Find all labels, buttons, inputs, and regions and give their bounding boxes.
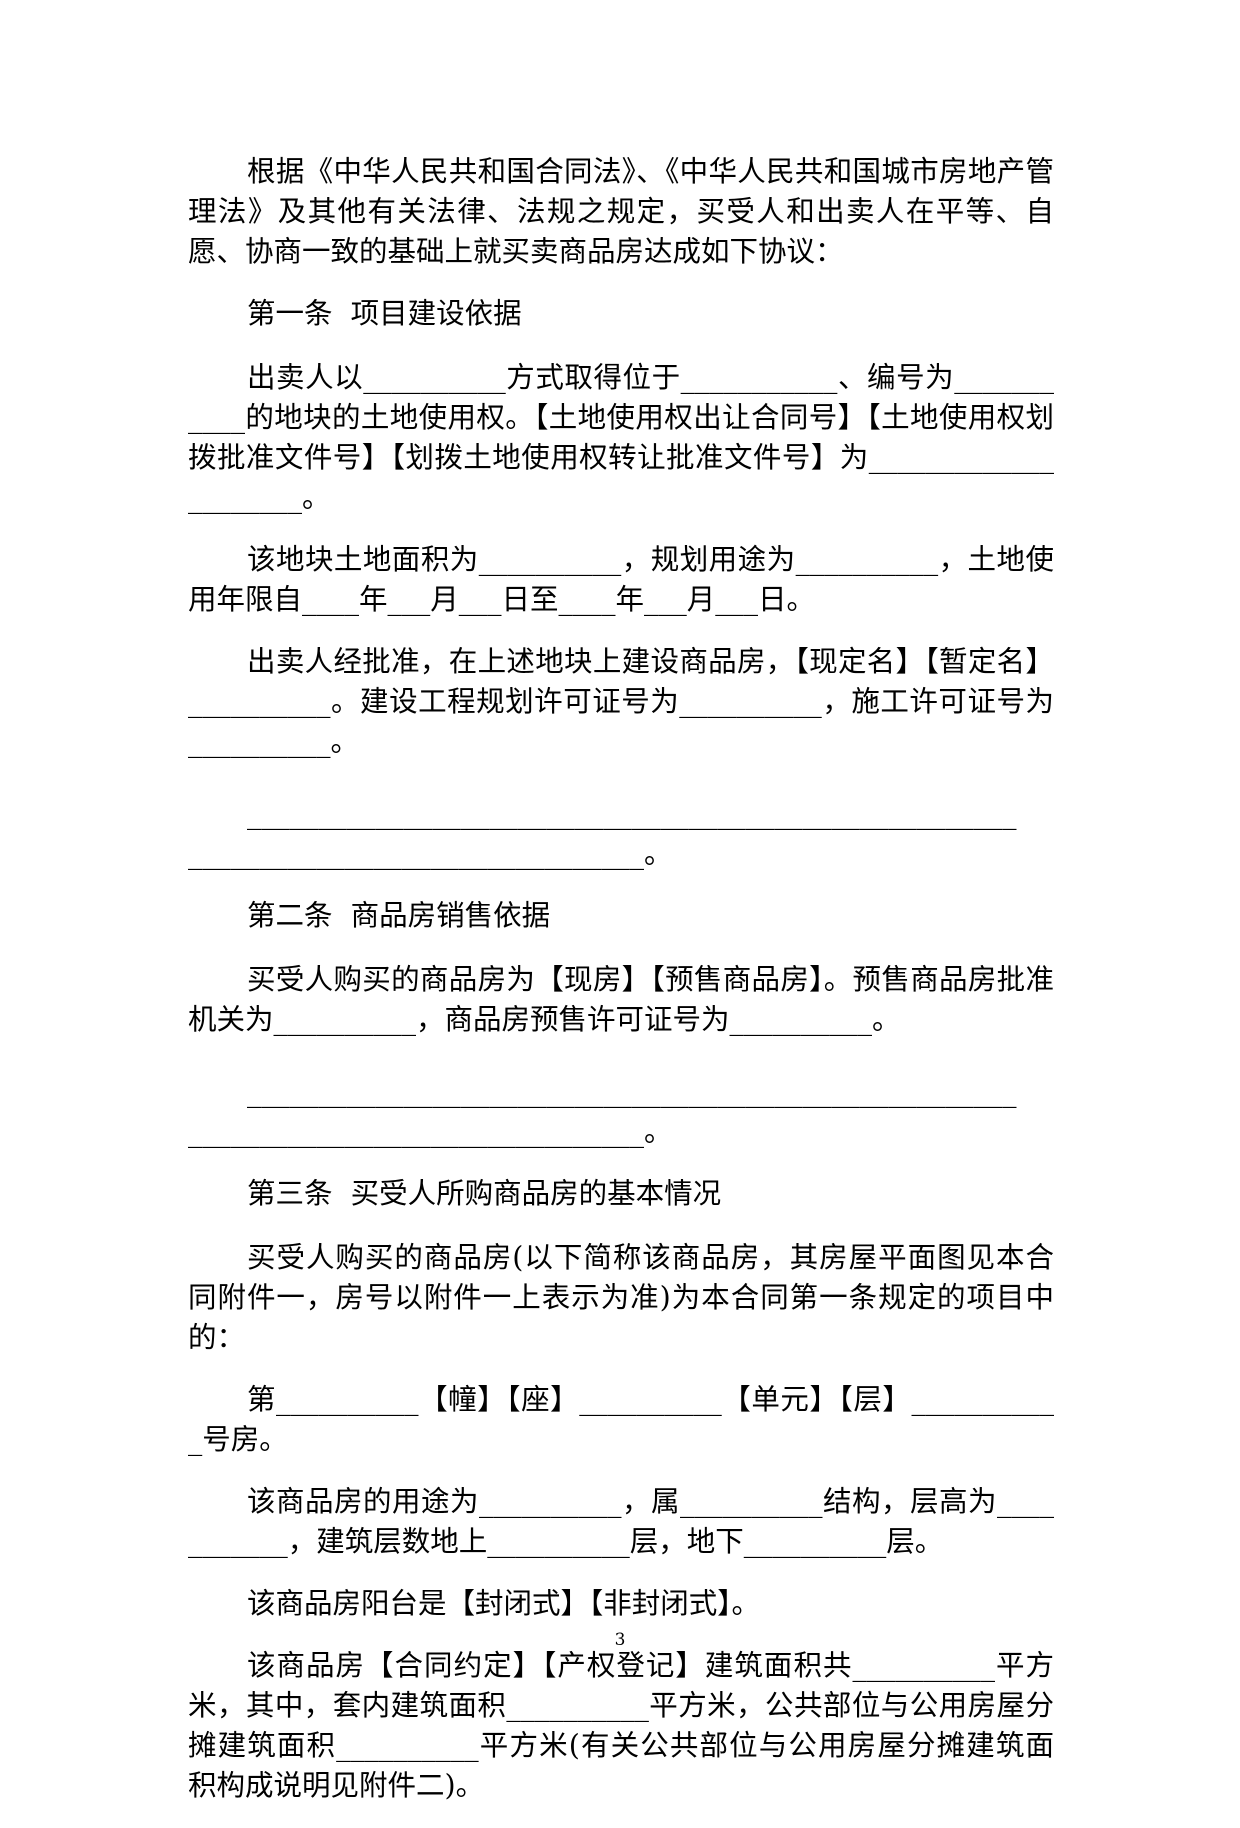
article-1-permit-paragraph: 出卖人经批准，在上述地块上建设商品房，【现定名】【暂定名】__________。… bbox=[188, 645, 1054, 758]
article-3-unit-paragraph: 第__________【幢】【座】__________【单元】【层】______… bbox=[188, 1383, 1054, 1456]
blank-line: ________________________________。 bbox=[188, 837, 673, 870]
blank-line: ________________________________________… bbox=[247, 797, 1017, 830]
blank-fill-block-2: ________________________________________… bbox=[188, 1072, 1054, 1152]
article-3-heading: 第三条 买受人所购商品房的基本情况 bbox=[247, 1177, 722, 1210]
article-2-sales-paragraph: 买受人购买的商品房为【现房】【预售商品房】。预售商品房批准机关为________… bbox=[188, 963, 1054, 1036]
article-2-heading: 第二条 商品房销售依据 bbox=[247, 899, 551, 932]
blank-fill-block-1: ________________________________________… bbox=[188, 794, 1054, 874]
article-3-structure-paragraph: 该商品房的用途为__________，属__________结构，层高为____… bbox=[188, 1485, 1054, 1558]
article-3-area-paragraph: 该商品房【合同约定】【产权登记】建筑面积共__________平方米，其中，套内… bbox=[188, 1649, 1054, 1802]
article-3-intro-paragraph: 买受人购买的商品房(以下简称该商品房，其房屋平面图见本合同附件一，房号以附件一上… bbox=[188, 1241, 1054, 1354]
page-number: 3 bbox=[614, 1630, 626, 1650]
article-1-area-paragraph: 该地块土地面积为__________，规划用途为__________，土地使用年… bbox=[188, 543, 1054, 616]
preamble-paragraph: 根据《中华人民共和国合同法》、《中华人民共和国城市房地产管理法》及其他有关法律、… bbox=[188, 155, 1054, 268]
blank-line: ________________________________________… bbox=[247, 1075, 1017, 1108]
article-3-balcony-paragraph: 该商品房阳台是【封闭式】【非封闭式】。 bbox=[247, 1587, 761, 1620]
article-1-heading: 第一条 项目建设依据 bbox=[247, 297, 522, 330]
contract-body: 根据《中华人民共和国合同法》、《中华人民共和国城市房地产管理法》及其他有关法律、… bbox=[188, 152, 1054, 1828]
article-1-land-paragraph: 出卖人以__________方式取得位于___________、编号为_____… bbox=[188, 361, 1054, 514]
blank-line: ________________________________。 bbox=[188, 1115, 673, 1148]
document-page: 根据《中华人民共和国合同法》、《中华人民共和国城市房地产管理法》及其他有关法律、… bbox=[188, 155, 1054, 1802]
